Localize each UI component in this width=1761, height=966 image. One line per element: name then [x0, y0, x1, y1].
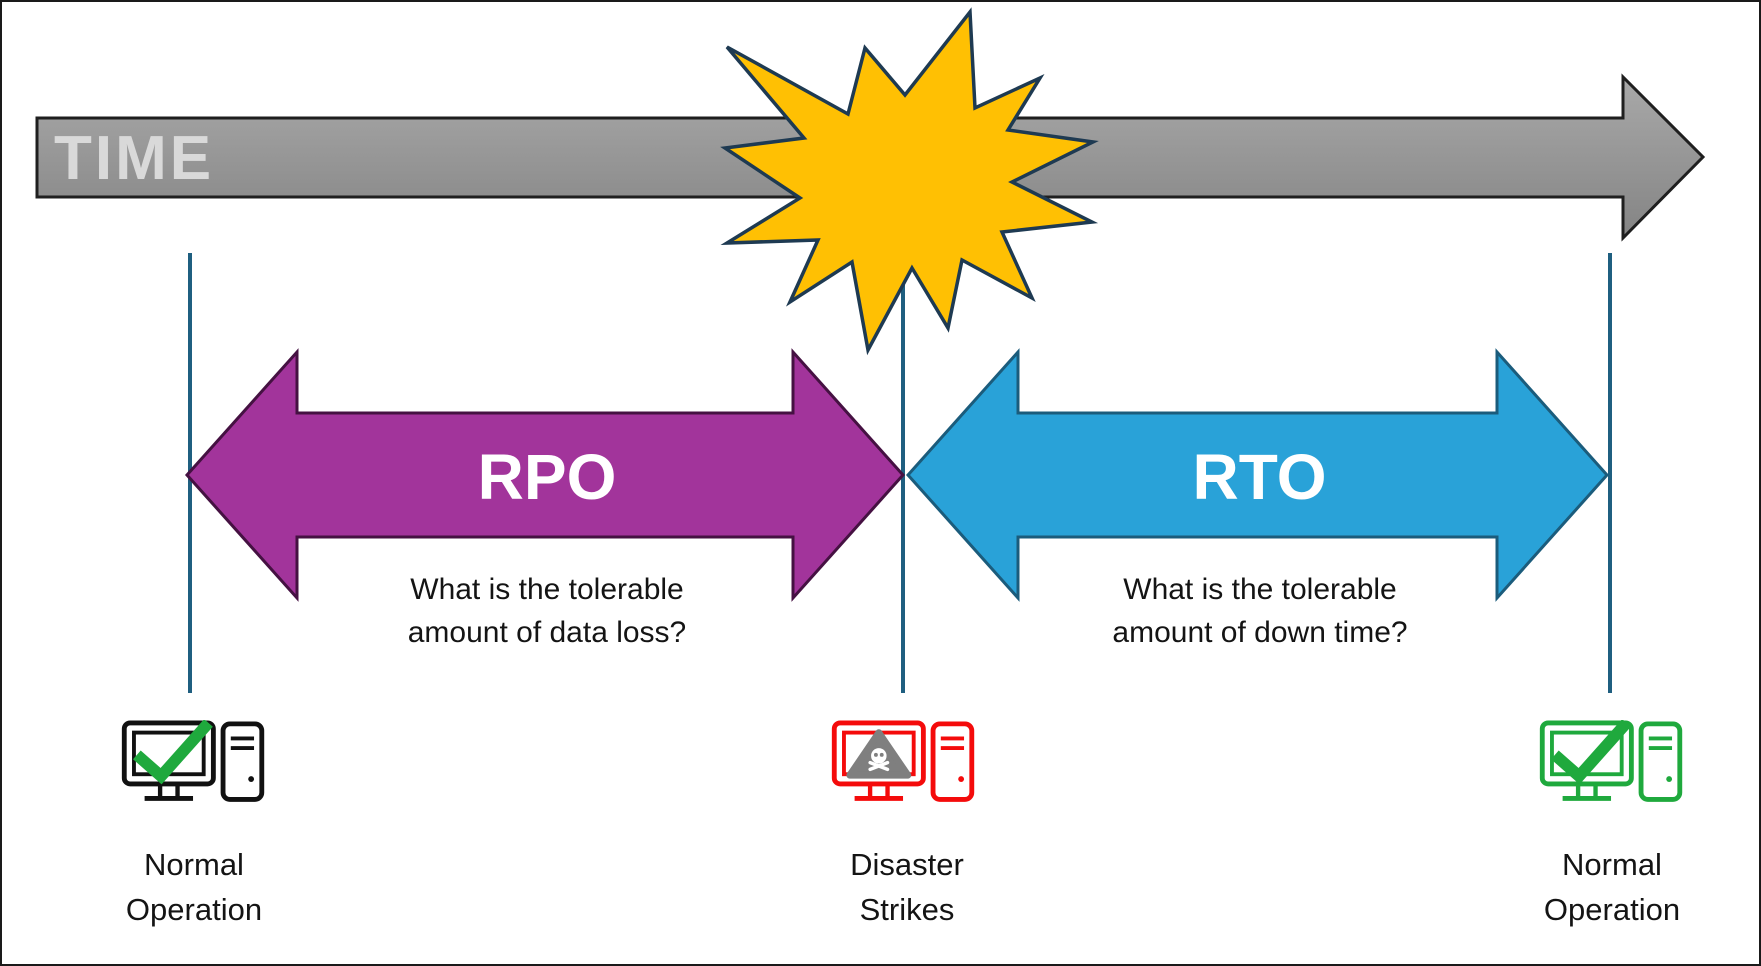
monitor-stand — [157, 783, 180, 797]
rto-question-line1: What is the tolerable — [1123, 573, 1397, 606]
tower-case — [220, 721, 265, 802]
station-label-line1: Normal — [1562, 847, 1662, 882]
rpo-question-line1: What is the tolerable — [410, 573, 684, 606]
check-icon — [133, 720, 213, 785]
tower-vents — [230, 736, 255, 751]
skull-eye-left — [873, 752, 878, 757]
monitor-stand — [1575, 783, 1598, 797]
rto-question: What is the tolerable amount of down tim… — [910, 568, 1610, 654]
skull-eye-right — [879, 752, 884, 757]
station-label-line2: Strikes — [859, 892, 955, 927]
station-label-normal-return: Normal Operation — [1432, 842, 1759, 932]
check-icon — [1551, 720, 1631, 785]
skull-crossbones — [868, 760, 890, 772]
timeline-label: TIME — [54, 124, 215, 193]
station-label-line1: Disaster — [850, 847, 964, 882]
rpo-question: What is the tolerable amount of data los… — [197, 568, 897, 654]
computer-hazard-icon — [831, 720, 975, 802]
tower-power-dot — [248, 776, 255, 782]
station-label-normal-start: Normal Operation — [14, 842, 374, 932]
station-label-line2: Operation — [125, 892, 263, 927]
monitor-frame — [121, 720, 216, 787]
explosion-burst-icon — [720, 7, 1099, 356]
tower-case — [1638, 721, 1683, 802]
rpo-title: RPO — [477, 441, 617, 513]
skull-head — [871, 748, 887, 764]
rpo-question-line2: amount of data loss? — [407, 616, 687, 649]
station-label-disaster: Disaster Strikes — [727, 842, 1087, 932]
computer-check-icon — [1539, 720, 1683, 802]
monitor-frame — [831, 720, 926, 787]
tower-power-dot — [1666, 776, 1673, 782]
monitor-frame — [1539, 720, 1634, 787]
station-label-line1: Normal — [144, 847, 244, 882]
rto-arrow — [905, 348, 1610, 602]
rpo-arrow — [184, 348, 906, 602]
monitor-stand — [867, 783, 890, 797]
tower-power-dot — [958, 776, 965, 782]
rto-title: RTO — [1192, 441, 1327, 513]
computer-check-icon — [121, 720, 265, 802]
tower-case — [930, 721, 975, 802]
rto-question-line2: amount of down time? — [1112, 616, 1408, 649]
station-label-line2: Operation — [1543, 892, 1681, 927]
tower-vents — [1648, 736, 1673, 751]
tower-vents — [940, 736, 965, 751]
